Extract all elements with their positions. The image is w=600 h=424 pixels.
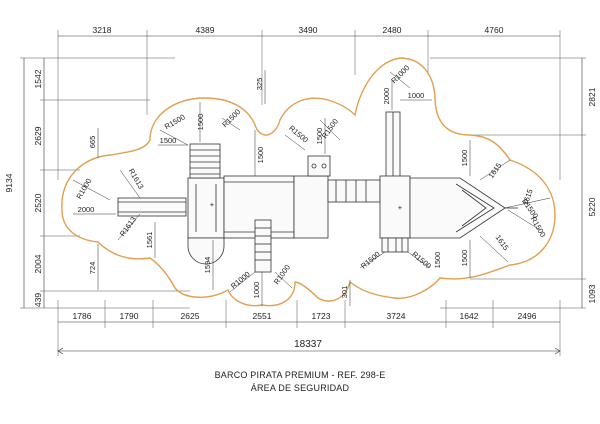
label-2000-left: 2000 <box>78 205 95 214</box>
left-dim-3: 2520 <box>33 193 43 212</box>
label-1615-bottom: 1615 <box>494 233 511 252</box>
safety-area-outline <box>61 57 556 307</box>
label-1500-right-bottom: 1500 <box>460 250 469 267</box>
label-1500-top-left: 1500 <box>160 136 177 145</box>
caption-title: BARCO PIRATA PREMIUM - REF. 298-E <box>214 370 386 380</box>
top-dim-5: 4760 <box>485 25 504 35</box>
left-dim-2: 2629 <box>33 126 43 145</box>
label-1000-mast: 1000 <box>408 91 425 100</box>
left-dim-4: 2004 <box>33 254 43 273</box>
left-dim-1: 1542 <box>33 69 43 88</box>
bottom-dim-7: 1642 <box>460 311 479 321</box>
label-r1000-left: R1000 <box>74 177 93 201</box>
top-dim-3: 3490 <box>299 25 318 35</box>
top-dim-4: 2480 <box>383 25 402 35</box>
label-1594: 1594 <box>203 257 212 274</box>
top-dim-1: 3218 <box>93 25 112 35</box>
label-r1000-bottom-right: R1000 <box>272 263 292 286</box>
bottom-dim-3: 2625 <box>181 311 200 321</box>
bottom-dim-4: 2551 <box>253 311 272 321</box>
label-1500-right-top: 1500 <box>460 150 469 167</box>
bottom-dimension-chain: 1786 1790 2625 2551 1723 3724 1642 2496 <box>57 300 561 356</box>
top-dim-2: 4389 <box>196 25 215 35</box>
svg-text:+: + <box>210 200 215 209</box>
left-dimension-chain: 9134 1542 2629 2520 2004 439 <box>4 57 190 309</box>
total-length: 18337 <box>294 339 322 350</box>
label-1615-top: 1615 <box>486 161 503 180</box>
left-total: 9134 <box>4 173 14 192</box>
label-r1000-mast: R1000 <box>389 63 411 85</box>
svg-text:+: + <box>398 203 403 212</box>
bottom-dim-2: 1790 <box>120 311 139 321</box>
label-1500-tower: 1500 <box>315 128 324 145</box>
top-dimension-chain: 3218 4389 3490 2480 4760 <box>57 25 561 180</box>
bottom-dim-1: 1786 <box>73 311 92 321</box>
label-r1500-bottom-right: R1500 <box>410 250 433 271</box>
label-301: 301 <box>340 286 349 299</box>
label-325: 325 <box>255 78 264 91</box>
label-1561: 1561 <box>145 232 154 249</box>
caption-subtitle: ÁREA DE SEGURIDAD <box>250 383 350 393</box>
right-dim-3: 1093 <box>587 284 597 303</box>
right-dim-1: 2821 <box>587 87 597 106</box>
label-r1613-lower: R1613 <box>118 215 138 238</box>
label-1500-mid: 1500 <box>256 147 265 164</box>
label-r1500-top-left: R1500 <box>163 112 187 131</box>
left-dim-5: 439 <box>33 293 43 307</box>
playground-equipment: + + <box>117 111 518 273</box>
label-1500-bottom-mid: 1500 <box>433 252 442 269</box>
label-724: 724 <box>88 262 97 275</box>
label-1000-bottom: 1000 <box>252 282 261 299</box>
right-dimension-chain: 2821 5220 1093 <box>430 57 597 309</box>
label-r1000-bottom: R1000 <box>229 270 252 291</box>
label-1500-upper: 1500 <box>196 114 205 131</box>
bottom-dim-6: 3724 <box>387 311 406 321</box>
right-dim-2: 5220 <box>587 197 597 216</box>
bottom-dim-5: 1723 <box>312 311 331 321</box>
label-r1500-bow-bottom: R1500 <box>529 215 548 239</box>
label-2000-mast: 2000 <box>382 88 391 105</box>
total-length-dimension: 18337 <box>57 339 561 355</box>
label-665: 665 <box>88 136 97 149</box>
label-r1500-bottom-left: R1500 <box>359 250 382 271</box>
label-r1500-top-center: R1500 <box>220 107 242 129</box>
label-r1613-upper: R1613 <box>127 167 146 191</box>
bottom-dim-8: 2496 <box>518 311 537 321</box>
label-r1500-tower-left: R1500 <box>287 124 310 145</box>
